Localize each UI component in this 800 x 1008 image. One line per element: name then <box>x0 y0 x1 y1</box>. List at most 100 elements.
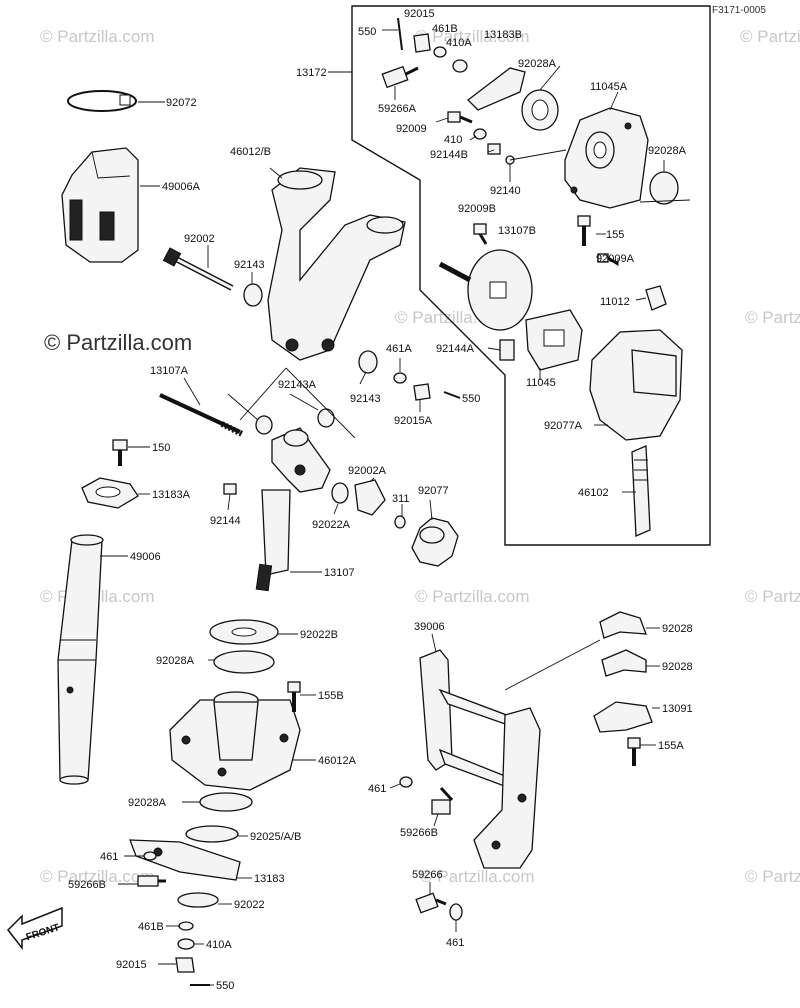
label-92143: 92143 <box>234 259 265 271</box>
label-13091: 13091 <box>662 703 693 715</box>
label-550: 550 <box>216 980 234 992</box>
label-59266B: 59266B <box>400 827 438 839</box>
pin-550 <box>443 391 461 399</box>
washer-hole <box>231 627 257 637</box>
label-92028: 92028 <box>662 623 693 635</box>
nipple-59266B <box>137 875 166 887</box>
label-11045: 11045 <box>526 377 556 389</box>
bolt-92009B <box>473 223 488 245</box>
label-550: 550 <box>358 26 376 38</box>
label-92144: 92144 <box>210 515 241 527</box>
label-155B: 155B <box>318 690 344 702</box>
watermark: © Partzilla.com <box>745 867 800 886</box>
spring-92144B <box>487 143 501 155</box>
nipple-59266B <box>431 786 454 815</box>
label-461B: 461B <box>138 921 164 933</box>
washer-461A <box>393 372 407 384</box>
label-92022: 92022 <box>234 899 265 911</box>
label-461: 461 <box>100 851 118 863</box>
watermark: © Partzilla.com <box>40 867 155 886</box>
pin-550 <box>397 17 403 51</box>
label-11012: 11012 <box>600 296 630 308</box>
washer-92022 <box>177 892 219 908</box>
washer-92025 <box>185 825 239 843</box>
label-461B: 461B <box>432 23 458 35</box>
watermark: © Partzilla.com <box>415 587 530 606</box>
front-arrow: FRONT <box>7 906 63 951</box>
label-311: 311 <box>392 493 410 505</box>
washer-410A <box>452 59 468 73</box>
washer-92022A <box>331 482 349 504</box>
label-92015: 92015 <box>404 8 435 20</box>
label-550: 550 <box>462 393 480 405</box>
diagram-code: F3171-0005 <box>712 5 766 16</box>
watermark: © Partzilla.com <box>420 867 535 886</box>
label-92022A: 92022A <box>312 519 351 531</box>
watermark: © Partzilla.com <box>740 27 800 46</box>
bolt-92009A <box>597 253 619 266</box>
leader-lines <box>100 29 691 986</box>
nut-92015A <box>413 383 431 401</box>
bolt-155B <box>287 681 301 712</box>
part-labels: 550 92015 461B 410A 13183B 13172 92028A … <box>68 8 693 992</box>
bolt-155A <box>627 737 641 766</box>
label-92002A: 92002A <box>348 465 387 477</box>
label-13172: 13172 <box>296 67 327 79</box>
label-92028A: 92028A <box>128 797 167 809</box>
lever-13183B <box>467 67 526 111</box>
label-92028A: 92028A <box>648 145 687 157</box>
label-92143A: 92143A <box>278 379 317 391</box>
label-92028A: 92028A <box>518 58 557 70</box>
bolt-155 <box>577 215 591 246</box>
housing-46012A <box>169 691 301 791</box>
washer-461B <box>178 921 194 931</box>
label-92140: 92140 <box>490 185 521 197</box>
label-13183: 13183 <box>254 873 285 885</box>
label-92077: 92077 <box>418 485 449 497</box>
label-59266A: 59266A <box>378 103 417 115</box>
washer-410 <box>473 128 487 140</box>
label-92015: 92015 <box>116 959 147 971</box>
boot-49006A <box>61 147 139 263</box>
washer-461 <box>143 851 157 861</box>
label-92025AB: 92025/A/B <box>250 831 301 843</box>
label-410A: 410A <box>446 37 472 49</box>
label-13183A: 13183A <box>152 489 191 501</box>
housing-11045A <box>564 107 649 209</box>
label-92077A: 92077A <box>544 420 583 432</box>
bushing-92028A <box>521 89 559 131</box>
label-92009B: 92009B <box>458 203 496 215</box>
label-92144A: 92144A <box>436 343 475 355</box>
label-155A: 155A <box>658 740 684 752</box>
washer-92028A <box>199 792 253 812</box>
washer-92028A <box>213 650 275 674</box>
label-410: 410 <box>444 134 462 146</box>
label-92072: 92072 <box>166 97 197 109</box>
label-13107A: 13107A <box>150 365 189 377</box>
label-461: 461 <box>446 937 464 949</box>
bolt-150 <box>112 439 128 466</box>
label-92144B: 92144B <box>430 149 468 161</box>
plate-13183A <box>81 477 139 509</box>
label-13107B: 13107B <box>498 225 536 237</box>
cover-92077A <box>589 329 683 441</box>
washer-461B <box>433 46 447 58</box>
frame-39006 <box>419 649 541 869</box>
label-46012B: 46012/B <box>230 146 271 158</box>
collar-92143 <box>358 350 378 374</box>
washer-92143A <box>255 415 273 435</box>
label-92028A: 92028A <box>156 655 195 667</box>
washer-311 <box>394 515 406 529</box>
label-13183B: 13183B <box>484 29 522 41</box>
watermark-main: © Partzilla.com <box>44 330 192 355</box>
label-92002: 92002 <box>184 233 215 245</box>
washer-410A <box>177 938 195 950</box>
label-92143: 92143 <box>350 393 381 405</box>
plate-11045 <box>525 309 583 371</box>
label-410A: 410A <box>206 939 232 951</box>
label-92022B: 92022B <box>300 629 338 641</box>
label-150: 150 <box>152 442 170 454</box>
spring-92144 <box>223 483 237 495</box>
rack-46102 <box>631 445 651 537</box>
